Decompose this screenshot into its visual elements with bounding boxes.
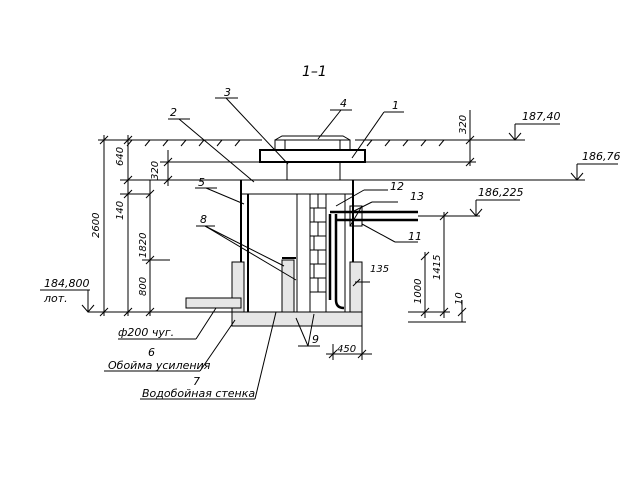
dimension-135: 135 [352, 264, 389, 287]
note-pipe-label: ф200 чуг. [118, 326, 174, 339]
callout-13: 13 [351, 190, 424, 213]
dimension-2600: 2600 [91, 135, 109, 317]
callout-13-label: 13 [410, 190, 424, 203]
top-slab [259, 149, 366, 163]
section-title: 1–1 [302, 64, 327, 80]
dimension-320-top: 320 [365, 110, 476, 167]
callout-8-label: 8 [200, 213, 207, 226]
dimension-450: 450 [326, 326, 372, 360]
dim-10-label: 10 [454, 292, 465, 305]
dimension-chain-mid: 1820 800 [138, 180, 170, 317]
callout-3: 3 [215, 86, 289, 165]
callout-12: 12 [335, 180, 404, 207]
well-rings [240, 162, 354, 313]
callout-3-label: 3 [224, 86, 231, 99]
callout-5-label: 5 [198, 176, 205, 189]
elevation-ground-label: 187,40 [522, 110, 561, 123]
dim-320-left-label: 320 [150, 161, 161, 180]
baffle-wall [281, 257, 296, 313]
callout-12-label: 12 [390, 180, 404, 193]
callout-9-label: 9 [312, 333, 319, 346]
callout-1-label: 1 [392, 99, 399, 112]
dimension-chain-left: 640 140 [115, 135, 241, 317]
dim-140-label: 140 [115, 201, 126, 220]
note-6-text: Обойма усиления [108, 359, 211, 372]
callout-4: 4 [317, 97, 352, 140]
callout-4-label: 4 [340, 97, 347, 110]
note-pipe: ф200 чуг. [118, 307, 217, 340]
dim-2600-label: 2600 [91, 213, 102, 238]
dimension-10: 10 [408, 292, 467, 323]
note-7: 7 Водобойная стенка [140, 311, 277, 400]
elevation-bottom-label: 184,800 [44, 277, 90, 290]
elevation-bottom: 184,800 лот. [40, 277, 232, 313]
note-7-number: 7 [193, 375, 200, 388]
callout-5: 5 [195, 176, 245, 205]
dim-1415-label: 1415 [432, 255, 443, 280]
elevation-top-label: 186,76 [582, 150, 621, 163]
callout-8: 8 [196, 213, 297, 281]
outlet-pipe [185, 297, 242, 309]
dim-320-top-label: 320 [458, 115, 469, 134]
dim-135-label: 135 [370, 264, 389, 275]
callout-9: 9 [295, 313, 320, 347]
dimension-320-left: 320 [150, 150, 260, 186]
dimension-1000: 1000 [413, 251, 430, 318]
callout-2-label: 2 [170, 106, 177, 119]
ground-line [98, 139, 510, 147]
note-6: 6 Обойма усиления [104, 319, 236, 372]
elevation-pipe-label: 186,225 [478, 186, 524, 199]
note-7-text: Водобойная стенка [142, 387, 255, 400]
elevation-pipe: 186,225 [418, 186, 524, 217]
dim-1000-label: 1000 [413, 279, 424, 304]
hatch-cover [274, 135, 351, 151]
callout-2: 2 [168, 106, 255, 183]
dimension-1415: 1415 [408, 211, 450, 318]
callout-11: 11 [361, 223, 422, 243]
dim-640-label: 640 [115, 147, 126, 166]
note-6-number: 6 [148, 346, 155, 359]
dim-800-label: 800 [138, 277, 149, 296]
elevation-ground: 187,40 [470, 110, 561, 141]
dim-1820-label: 1820 [138, 233, 149, 258]
callout-11-label: 11 [408, 230, 422, 243]
elevation-bottom-note: лот. [43, 292, 68, 305]
dim-450-label: 450 [337, 344, 356, 355]
elevation-top: 186,76 [353, 150, 621, 181]
callout-1: 1 [351, 99, 404, 159]
